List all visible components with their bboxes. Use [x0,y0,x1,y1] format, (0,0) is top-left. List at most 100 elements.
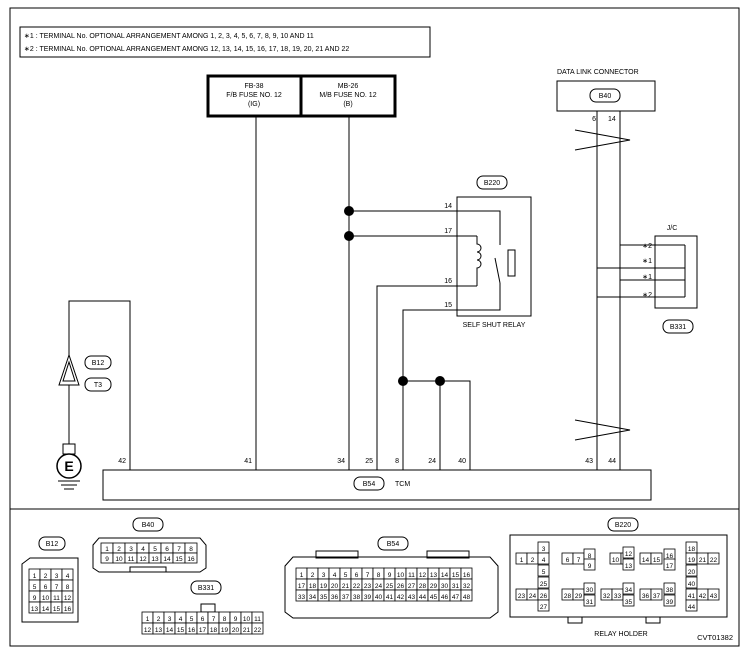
relay-badge-oval [476,175,508,190]
b12-pin-16-label: 16 [64,606,72,613]
b40-pin-14-label: 14 [163,556,171,563]
b54-pin-30-label: 30 [441,583,449,590]
b54-pin-29-label: 29 [430,583,438,590]
b54-pin-20-label: 20 [331,583,339,590]
b12-pin-6-label: 6 [44,584,48,591]
b12-pin-11-label: 11 [53,595,60,602]
b220-pin-40-label: 40 [688,581,696,588]
tcm-pin-43: 43 [585,458,593,465]
relay-pin-17: 17 [444,228,452,235]
b331-pin-15-label: 15 [177,627,185,634]
b220-pin-18-label: 18 [688,546,696,553]
b220-pin-29-label: 29 [575,593,583,600]
b220-pin-33-label: 33 [614,593,622,600]
b220-pin-20-label: 20 [688,569,696,576]
b220-pin-42-label: 42 [699,593,707,600]
b331-pin-14-label: 14 [166,627,174,634]
b54-pin-9-label: 9 [388,572,392,579]
dlc-pin-14: 14 [608,116,616,123]
b54-pin-40-label: 40 [375,594,383,601]
b220-pin-24-label: 24 [529,593,537,600]
b220-pin-35-cell [622,594,635,607]
b220-pin-39-label: 39 [666,599,674,606]
relay-holder-caption: RELAY HOLDER [594,631,647,638]
b54-pin-18-label: 18 [309,583,317,590]
b54-pin-37-label: 37 [342,594,350,601]
b54-pin-44-label: 44 [419,594,427,601]
b12-pin-13-label: 13 [31,606,39,613]
ground-symbol: E [64,458,73,474]
data-link-connector: DATA LINK CONNECTOR B40 6 14 [556,69,656,123]
b12-pin-9-label: 9 [33,595,37,602]
b220-pin-35-label: 35 [625,599,633,606]
b220-pin-31-label: 31 [586,599,594,606]
b54-pin-3-label: 3 [322,572,326,579]
b220-pin-5-label: 5 [542,569,546,576]
b12-pin-2-label: 2 [44,573,48,580]
b220-pin-39-cell [663,594,676,607]
b331-pin-7-label: 7 [212,616,216,623]
b331-pin-6-label: 6 [201,616,205,623]
b54-pin-24-label: 24 [375,583,383,590]
tcm-pin-41: 41 [244,458,252,465]
b331-pin-17-label: 17 [199,627,207,634]
b220-pin-17-cell [663,558,676,571]
b12-badge-oval [38,536,66,551]
b220-pin-26-label: 26 [540,593,548,600]
b220-pin-2-label: 2 [531,557,535,564]
b220-pin-41-label: 41 [688,593,696,600]
b220-pin-30-label: 30 [586,587,594,594]
jc-pin-a: ∗2 [642,243,652,250]
b40-pin-6-label: 6 [165,546,169,553]
b54-pin-23-label: 23 [364,583,372,590]
relay-pin-15: 15 [444,302,452,309]
b331-pin-2-label: 2 [157,616,161,623]
b54-pin-41-label: 41 [386,594,394,601]
b40-pin-5-label: 5 [153,546,157,553]
fuse-fb-box: FB-38 F/B FUSE NO. 12 (IG) [206,74,303,118]
b220-pin-grid: 3124567891011121314151617181921222025232… [515,541,720,612]
ground-badge-top-oval [84,355,112,370]
b220-pin-6-label: 6 [566,557,570,564]
b54-pin-8-label: 8 [377,572,381,579]
b331-pin-19-label: 19 [221,627,229,634]
b54-pin-32-label: 32 [463,583,471,590]
dlc-title: DATA LINK CONNECTOR [557,69,639,76]
tcm-pin-40: 40 [458,458,466,465]
b12-pin-1-label: 1 [33,573,37,580]
b220-pin-37-label: 37 [653,593,661,600]
b12-pin-12-label: 12 [64,595,72,602]
b54-pin-4-label: 4 [333,572,337,579]
b331-pin-13-label: 13 [155,627,163,634]
b220-pin-31-cell [583,594,596,607]
b331-pin-3-label: 3 [168,616,172,623]
b220-pin-8-label: 8 [588,553,592,560]
document-id: CVT01382 [697,633,733,642]
b220-badge: B220 [615,522,631,529]
b54-pin-27-label: 27 [408,583,416,590]
b54-pin-7-label: 7 [366,572,370,579]
ground-arrow-icon [58,353,80,386]
b331-pin-4-label: 4 [179,616,183,623]
b220-pin-29-cell [572,588,585,601]
b54-pin-14-label: 14 [441,572,449,579]
b54-pin-36-label: 36 [331,594,339,601]
b331-pin-9-label: 9 [234,616,238,623]
b220-pin-22-cell [707,552,720,565]
b12-pin-4-label: 4 [66,573,70,580]
tcm-pin-44: 44 [608,458,616,465]
b54-pin-43-label: 43 [408,594,416,601]
tcm-badge: B54 [363,481,376,488]
b40-pin-4-label: 4 [141,546,145,553]
b220-pin-27-cell [537,599,550,612]
tcm-pin-8: 8 [395,458,399,465]
b12-pin-14-label: 14 [42,606,50,613]
fuse-fb-id: FB-38 [244,83,263,90]
relay-contact-icon [507,249,516,277]
b220-pin-15-label: 15 [653,557,661,564]
